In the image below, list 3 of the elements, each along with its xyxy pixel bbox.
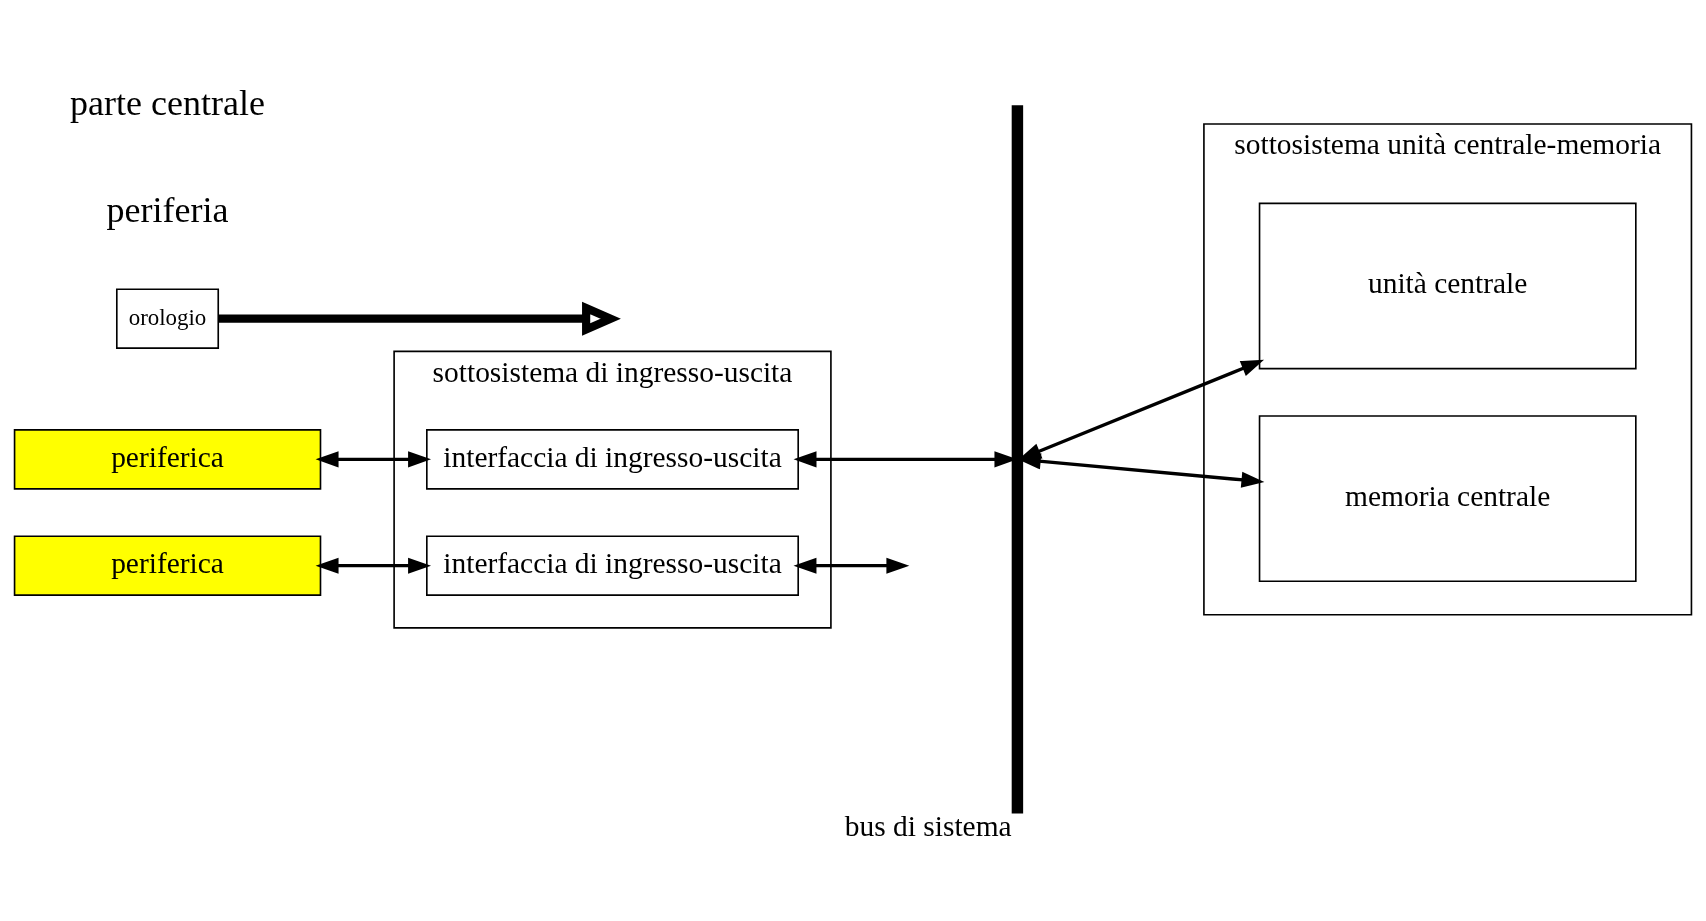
node-label: bus di sistema [844, 809, 1012, 842]
label: parte centrale [70, 82, 265, 123]
label: periferia [106, 188, 229, 229]
